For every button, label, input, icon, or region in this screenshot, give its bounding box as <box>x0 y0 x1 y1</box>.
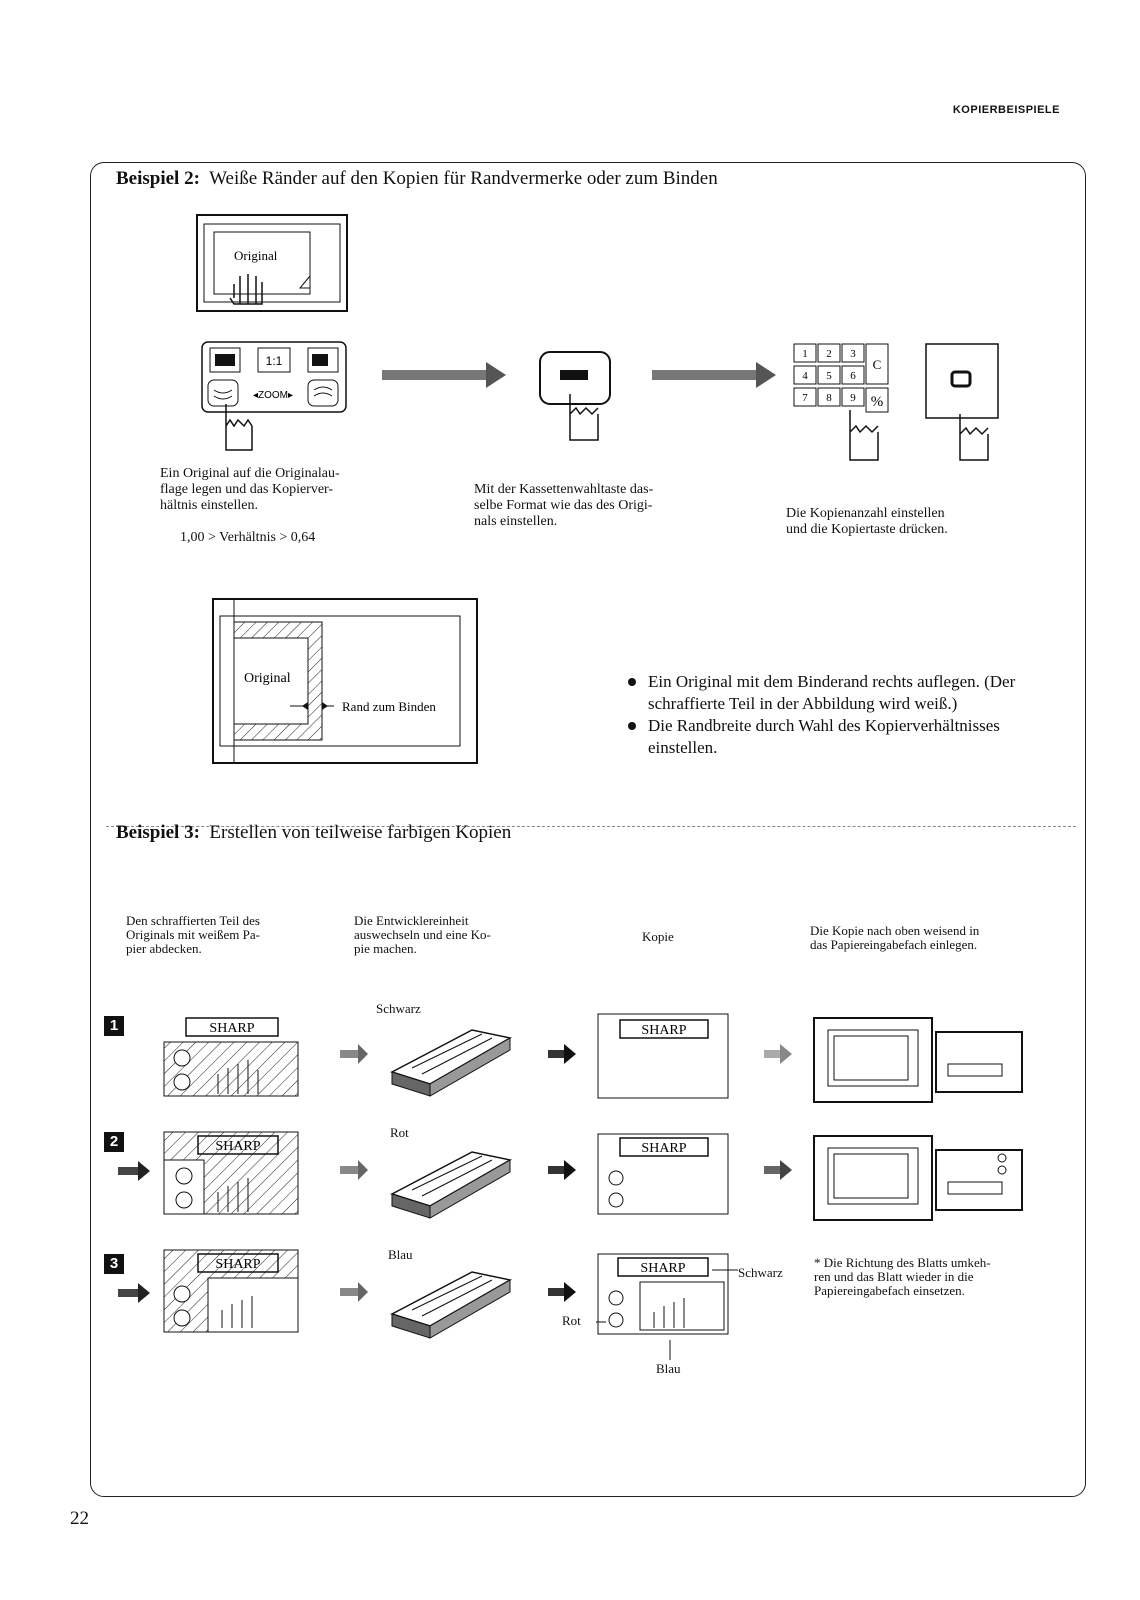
arrow-right-icon <box>548 1044 576 1064</box>
column-header: Kopie <box>642 929 674 944</box>
arrow-right-icon <box>764 1160 792 1180</box>
keypad-clear-key: C <box>873 357 882 372</box>
original-platen-illustration: Original <box>196 214 348 312</box>
copy-label-blue: Blau <box>656 1361 681 1376</box>
paper-feed-illustration <box>813 1135 1023 1221</box>
keypad-percent-key: % <box>871 394 884 410</box>
masked-original-3: SHARP <box>163 1249 299 1333</box>
platen-original-label: Original <box>234 248 278 263</box>
copy-label-leaders <box>596 1269 738 1360</box>
developer-unit-illustration <box>390 1151 513 1219</box>
instruction-item: Die Randbreite durch Wahl des Kopierverh… <box>622 715 1072 759</box>
sharp-logo: SHARP <box>209 1021 254 1036</box>
column-header: Die Entwicklereinheit auswechseln und ei… <box>354 913 491 956</box>
diagram-margin-label: Rand zum Binden <box>342 699 436 714</box>
arrow-right-icon <box>382 362 506 388</box>
column-header: Die Kopie nach oben weisend in das Papie… <box>810 923 980 952</box>
developer-unit-illustration <box>390 1029 513 1097</box>
copy-key-illustration <box>925 343 999 461</box>
step-badge: 2 <box>104 1132 124 1152</box>
step-badge: 3 <box>104 1254 124 1274</box>
reinsert-note-text: Die Richtung des Blatts umkeh- ren und d… <box>814 1255 991 1298</box>
copy-label-red: Rot <box>562 1313 581 1328</box>
example2-instructions: Ein Original mit dem Binderand rechts au… <box>622 671 1072 759</box>
section-header: KOPIERBEISPIELE <box>952 104 1060 116</box>
copy-result-3: SHARP <box>597 1253 729 1335</box>
arrow-right-icon <box>340 1282 368 1302</box>
copy-label-black: Schwarz <box>738 1265 783 1280</box>
sharp-logo: SHARP <box>640 1261 685 1276</box>
reinsert-note: * Die Richtung des Blatts umkeh- ren und… <box>814 1255 991 1298</box>
arrow-right-icon <box>340 1160 368 1180</box>
keypad-key: 6 <box>850 370 856 382</box>
developer-label: Blau <box>388 1247 413 1262</box>
paper-feed-illustration <box>813 1017 1023 1103</box>
diagram-original-label: Original <box>244 671 291 686</box>
keypad-key: 5 <box>826 370 832 382</box>
arrow-right-icon <box>118 1161 150 1181</box>
step1-caption: Ein Original auf die Originalau- flage l… <box>160 466 340 513</box>
arrow-right-icon <box>548 1160 576 1180</box>
step3-caption: Die Kopienanzahl einstellen und die Kopi… <box>786 506 948 537</box>
content-frame <box>90 162 1086 1497</box>
keypad-illustration: 1 2 3 4 5 6 7 8 9 C % <box>793 343 889 461</box>
binding-margin-diagram: Original Rand zum Binden <box>212 598 478 764</box>
section-divider <box>106 826 1076 827</box>
sharp-logo: SHARP <box>215 1139 260 1154</box>
zoom-panel-illustration: 1:1 ◂ZOOM▸ <box>201 341 347 451</box>
step2-caption: Mit der Kassettenwahltaste das- selbe Fo… <box>474 482 654 529</box>
keypad-key: 3 <box>850 348 856 360</box>
sharp-logo: SHARP <box>215 1257 260 1272</box>
keypad-key: 2 <box>826 348 832 360</box>
arrow-right-icon <box>764 1044 792 1064</box>
arrow-right-icon <box>652 362 776 388</box>
example2-title: Beispiel 2: Weiße Ränder auf den Kopien … <box>116 168 718 190</box>
keypad-key: 9 <box>850 392 856 404</box>
instruction-item: Ein Original mit dem Binderand rechts au… <box>622 671 1072 715</box>
developer-label: Schwarz <box>376 1001 421 1016</box>
example3-title-text: Erstellen von teilweise farbigen Kopien <box>209 822 512 843</box>
example3-title: Beispiel 3: Erstellen von teilweise farb… <box>116 822 511 844</box>
copy-result-1: SHARP <box>597 1013 729 1099</box>
arrow-right-icon <box>340 1044 368 1064</box>
example2-title-text: Weiße Ränder auf den Kopien für Randverm… <box>209 168 718 189</box>
example2-label: Beispiel 2: <box>116 168 200 189</box>
masked-original-1: SHARP <box>163 1017 299 1097</box>
page-number: 22 <box>70 1508 89 1529</box>
copy-result-2: SHARP <box>597 1133 729 1215</box>
developer-unit-illustration <box>390 1271 513 1339</box>
column-header: Den schraffierten Teil des Originals mit… <box>126 913 260 956</box>
sharp-logo: SHARP <box>641 1023 686 1038</box>
keypad-key: 8 <box>826 392 832 404</box>
sharp-logo: SHARP <box>641 1141 686 1156</box>
step-badge: 1 <box>104 1016 124 1036</box>
arrow-right-icon <box>548 1282 576 1302</box>
keypad-key: 1 <box>802 348 808 360</box>
keypad-key: 7 <box>802 392 808 404</box>
cassette-key-illustration <box>539 351 611 441</box>
zoom-label: ◂ZOOM▸ <box>253 390 293 401</box>
arrow-right-icon <box>118 1283 150 1303</box>
ratio-key-label: 1:1 <box>266 354 283 368</box>
masked-original-2: SHARP <box>163 1131 299 1215</box>
example3-label: Beispiel 3: <box>116 822 200 843</box>
developer-label: Rot <box>390 1125 409 1140</box>
step1-ratio: 1,00 > Verhältnis > 0,64 <box>180 530 316 545</box>
keypad-key: 4 <box>802 370 808 382</box>
